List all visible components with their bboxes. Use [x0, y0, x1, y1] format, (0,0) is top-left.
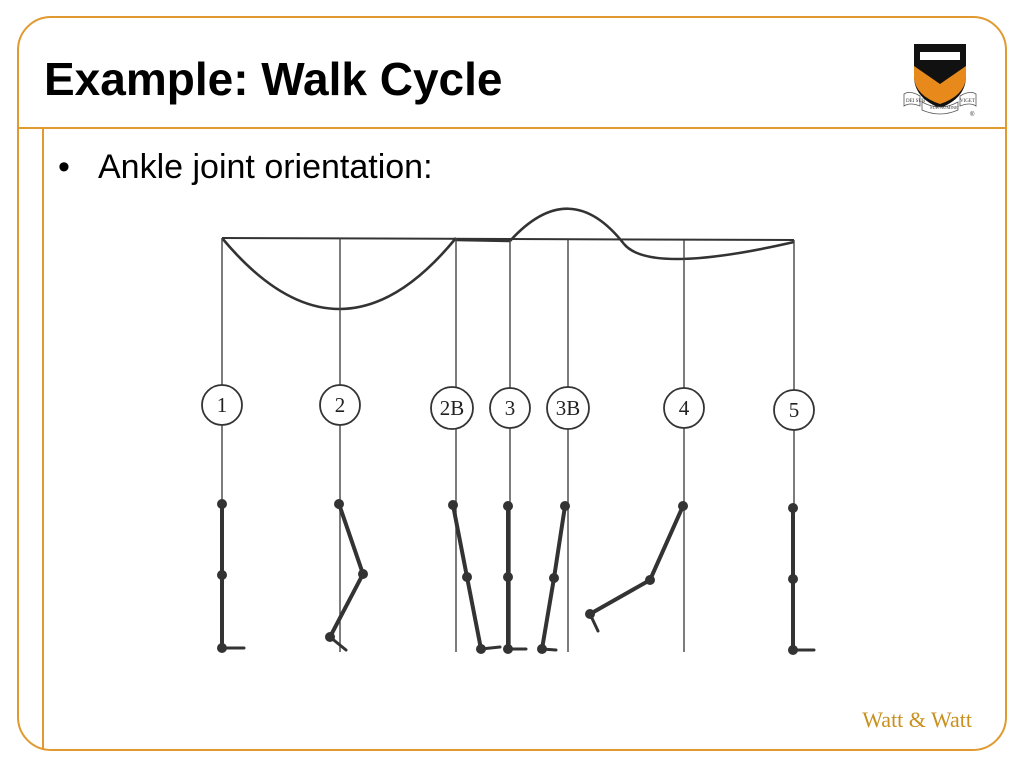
leg-pose-2b [448, 500, 502, 654]
figure-credit: Watt & Watt [862, 707, 972, 732]
logo-registered-mark: ® [970, 111, 975, 118]
ankle-trajectory-flat [455, 238, 511, 243]
left-margin-rule [42, 128, 44, 750]
bullet-text: Ankle joint orientation: [98, 148, 433, 186]
station-marker-3: 3 [489, 387, 531, 429]
ankle-trajectory-dip [221, 237, 458, 311]
title-divider [17, 127, 1007, 129]
station-label: 5 [789, 398, 800, 422]
station-marker-2: 2 [319, 384, 361, 426]
ankle-trajectory-rise [509, 207, 626, 245]
logo-motto-center: SUB NUMINE [930, 105, 958, 110]
leg-pose-3b [537, 501, 570, 654]
leg-pose-4 [585, 501, 688, 633]
station-marker-4: 4 [663, 387, 705, 429]
station-label: 2B [440, 396, 465, 420]
slide-title: Example: Walk Cycle [44, 53, 503, 105]
princeton-shield-icon: DEI SUB SUB NUMINE VIGET ® [903, 44, 977, 118]
reference-line [221, 237, 795, 241]
slide-frame [17, 16, 1007, 751]
leg-pose-5 [788, 503, 816, 655]
bullet-marker: • [58, 148, 70, 186]
station-marker-1: 1 [201, 384, 243, 426]
station-marker-3b: 3B [546, 386, 590, 430]
station-marker-2b: 2B [430, 386, 474, 430]
ankle-trajectory-trough [623, 240, 795, 261]
station-label: 4 [679, 396, 690, 420]
station-marker-5: 5 [773, 389, 815, 431]
leg-pose-1 [217, 499, 246, 653]
station-label: 3 [505, 396, 516, 420]
leg-pose-3 [503, 501, 528, 654]
station-label: 3B [556, 396, 581, 420]
station-label: 1 [217, 393, 228, 417]
logo-motto-left: DEI SUB [906, 99, 926, 104]
leg-pose-2 [325, 499, 368, 652]
bullet-item: • Ankle joint orientation: [58, 148, 433, 187]
logo-motto-right: VIGET [960, 99, 975, 104]
station-label: 2 [335, 393, 346, 417]
